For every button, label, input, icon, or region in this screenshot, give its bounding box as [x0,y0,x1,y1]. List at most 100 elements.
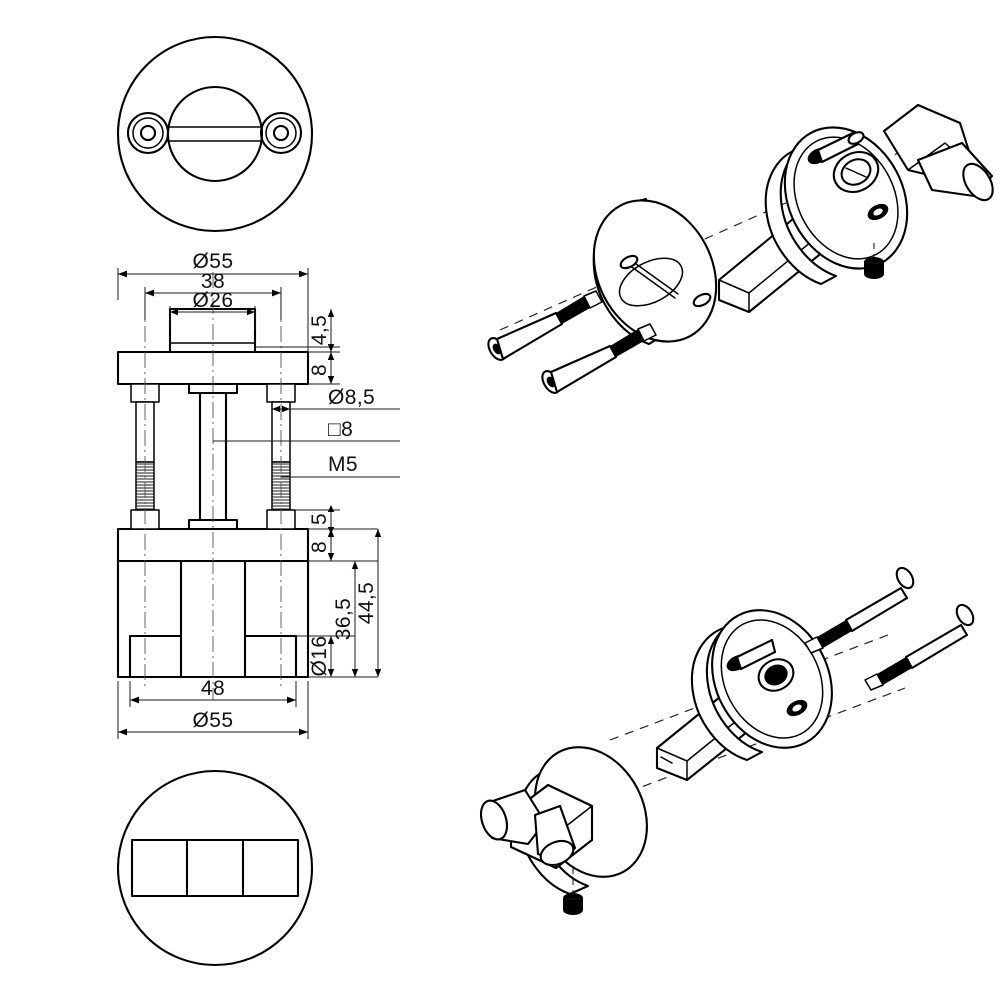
lever-l-stem-end [539,839,575,867]
dim-label-d85: Ø8,5 [328,386,375,409]
rosette-u-right-inner-ring [793,136,899,260]
arrow-48-right [287,696,296,704]
upper-right-rosette-assembly [764,103,994,286]
dim-label-48: 48 [201,677,225,700]
arrow-d55-right [299,270,308,278]
screw-l2-head [955,603,975,627]
dim-label-5: 5 [308,513,331,525]
dim-total-height: 44,5 [308,528,382,678]
lower-right-rosette [690,609,833,762]
dim-label-38: 38 [201,270,225,293]
screw-hole-right-inner [272,124,290,142]
hub-u-slot-line [845,167,867,178]
exploded-upper [487,103,994,394]
arrow-4-5-top [327,309,335,317]
lower-screw-1 [804,566,915,654]
hub-l-inner [764,664,788,686]
rosette-u-left-slot-ring [618,257,684,307]
lower-lever-handle [479,746,648,896]
lower-screw-2 [864,603,975,691]
dim-body-height: 36,5 [332,561,359,677]
dim-label-8-top: 8 [308,364,331,376]
screw-u1-tip [583,290,603,309]
bottom-circular-view [116,769,314,967]
dim-height-8-top: 8 [308,352,340,385]
upper-screw-1 [487,290,603,361]
rosette-outer-circle [116,35,314,233]
dim-label-m5: M5 [328,453,358,476]
upper-screw-2 [541,323,657,394]
boss-l-b-hole [792,704,802,712]
boss-u-b-hole [873,208,883,216]
dim-height-4-5: 4,5 [255,309,340,353]
arrow-d55-left [118,270,127,278]
arrow-445-top [374,529,382,537]
dim-outer-diameter-top: Ø55 [117,250,309,360]
upper-left-rosette [592,197,718,346]
screw-hole-left-mid [132,117,164,149]
dim-label-d26: Ø26 [193,289,234,312]
top-circular-view [116,35,314,233]
arrow-8top-down [327,376,335,384]
dim-height-8-lower: 8 [308,529,378,562]
rosette-u-left-hole-a [619,254,639,270]
rosette-l-right-inner-ring [720,619,824,739]
arrow-d16-bottom [327,669,335,677]
arrow-8low-down [327,553,335,561]
screw-l1-tip [804,636,824,654]
lower-grub-screw [563,868,583,915]
arrow-d26-right [247,308,255,316]
dim-thread-m5: M5 [281,453,400,478]
dim-screw-hole-diameter: Ø8,5 [272,386,400,413]
section-view: Ø55 38 Ø26 4,5 [116,250,400,739]
boss-l-a-sleeve [735,638,777,671]
grub-u-bottom [864,269,884,279]
spindle-l-end-detail [660,756,673,764]
screw-u2-thread [610,329,644,357]
screw-hole-right-outer [259,111,303,155]
dim-label-365: 36,5 [332,598,355,640]
arrow-d26-left [170,308,178,316]
arrow-8low-up [327,529,335,537]
arrow-8top-up [327,352,335,360]
dim-label-4-5: 4,5 [308,315,331,345]
arrow-4-5-bottom [327,344,335,352]
arrow-d55b-right [299,728,308,736]
dim-label-d55-bottom: Ø55 [193,709,234,732]
lever-l-arm-end [479,799,509,841]
rosette-u-left-slot-line-b [631,260,679,295]
arrow-d85-left [272,405,280,413]
rosette-u-left-slot-line-a [628,264,676,299]
dim-bore-diameter: Ø26 [169,289,256,330]
arrow-38-left [145,289,154,297]
top-boss [168,307,257,354]
upper-grub-screw [864,243,884,279]
dim-outer-diameter-bottom: Ø55 [117,681,309,739]
screw-l2-tip [864,673,884,691]
segments-outer-rect [130,838,300,898]
screw-l2-thread [877,657,912,685]
screw-u1-thread [556,296,590,324]
arrow-d55b-left [118,728,127,736]
dim-label-8-lower: 8 [308,541,331,553]
arrow-5-top [327,505,335,512]
arrow-365-top [351,561,359,569]
spindle-u-edge-face [718,279,750,294]
arrow-48-left [130,696,139,704]
dim-label-445: 44,5 [355,582,378,624]
screw-l1-head [895,566,915,590]
dim-label-sq8: □8 [328,418,353,441]
grub-l-bottom [563,905,583,915]
rosette-u-left-hole-b [692,292,712,308]
screw-l1-thread [817,620,852,648]
screw-hole-left-outer [126,111,170,155]
boss-u-a-end [847,131,865,145]
rosette-l-right-thickness [690,616,764,762]
spindle-l-edge-face [656,747,688,762]
arrow-365-bottom [351,669,359,677]
dim-square-spindle: □8 [213,418,400,442]
arrow-d85-right [282,405,290,413]
arrow-38-right [272,289,281,297]
